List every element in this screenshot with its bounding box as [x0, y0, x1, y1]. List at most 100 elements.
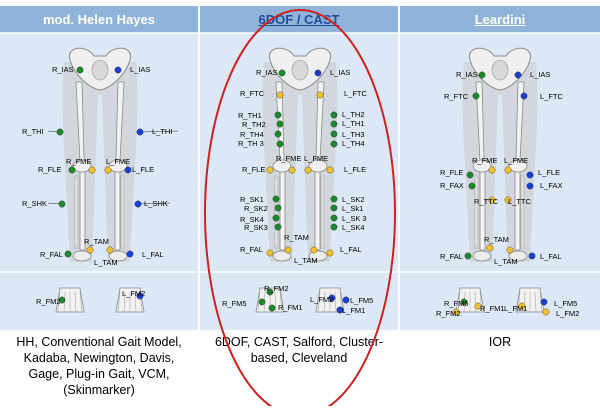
- marker-label: L_FM2: [556, 309, 579, 318]
- marker-label: R_FAL: [240, 245, 263, 254]
- ankle-joint: [508, 250, 528, 262]
- highlight-oval: [204, 9, 396, 406]
- sacrum-bone: [291, 59, 309, 81]
- marker-dot: [466, 171, 474, 179]
- marker-dot: [336, 306, 344, 314]
- marker-label: L_SHK: [144, 199, 168, 208]
- marker-label: R_FM5: [222, 299, 247, 308]
- marker-dot: [474, 302, 482, 310]
- marker-label: R_SK2: [244, 204, 268, 213]
- skeleton-legs: [62, 47, 138, 262]
- tibia-bone: [79, 171, 86, 251]
- marker-dot: [274, 130, 282, 138]
- marker-dot: [504, 166, 512, 174]
- leader-line: [137, 202, 171, 205]
- marker-dot: [134, 200, 142, 208]
- marker-dot: [326, 249, 334, 257]
- marker-dot: [314, 69, 322, 77]
- marker-dot: [486, 244, 494, 252]
- tibia-bone: [114, 171, 121, 251]
- marker-dot: [520, 92, 528, 100]
- leader-line: [139, 130, 179, 133]
- marker-label: R_TTC: [474, 197, 499, 206]
- marker-label: R_SHK: [22, 199, 47, 208]
- marker-dot: [288, 166, 296, 174]
- marker-label: L_IAS: [530, 70, 550, 79]
- marker-label: L_IAS: [330, 68, 350, 77]
- marker-dot: [330, 214, 338, 222]
- marker-dot: [342, 296, 350, 304]
- marker-dot: [472, 92, 480, 100]
- marker-dot: [526, 171, 534, 179]
- marker-label: L_FM2: [122, 289, 145, 298]
- marker-label: L_TH2: [342, 110, 365, 119]
- marker-dot: [76, 66, 84, 74]
- skeleton-legs: [262, 47, 338, 262]
- marker-dot: [526, 182, 534, 190]
- marker-dot: [304, 166, 312, 174]
- header-helen-hayes: mod. Helen Hayes: [0, 6, 198, 33]
- fibula-bone: [320, 175, 325, 249]
- fibula-bone: [520, 175, 525, 249]
- ankle-joint: [272, 250, 292, 262]
- marker-label: L_FM1: [342, 306, 365, 315]
- fibula-bone: [474, 175, 479, 249]
- marker-label: R_TAM: [284, 233, 309, 242]
- metatarsal-bone: [534, 291, 537, 313]
- ankle-joint: [472, 250, 492, 262]
- marker-dot: [460, 298, 468, 306]
- marker-label: R_SK1: [240, 195, 264, 204]
- marker-label: L_TH3: [342, 130, 365, 139]
- fibula-bone: [274, 175, 279, 249]
- marker-label: R_FTC: [444, 92, 469, 101]
- marker-label: L_FAL: [340, 245, 362, 254]
- caption-line: based, Cleveland: [250, 351, 348, 365]
- marker-dot: [274, 223, 282, 231]
- marker-label: L_SK2: [342, 195, 365, 204]
- marker-dot: [540, 298, 548, 306]
- marker-dot: [266, 249, 274, 257]
- marker-label: L_FM1: [504, 304, 527, 313]
- tibia-bone: [514, 171, 521, 251]
- caption-line: Gage, Plug-in Gait, VCM,: [28, 367, 170, 381]
- marker-dot: [528, 252, 536, 260]
- metatarsal-bone: [117, 291, 121, 313]
- metatarsal-bone: [74, 291, 77, 313]
- marker-label: L_FAL: [540, 252, 562, 261]
- metatarsal-bone: [123, 291, 126, 313]
- marker-label: L_FLE: [344, 165, 366, 174]
- marker-dot: [328, 294, 336, 302]
- caption-line: 6DOF, CAST, Salford, Cluster-: [214, 335, 384, 349]
- marker-label: L_TAM: [294, 256, 318, 265]
- marker-label: L_FLE: [132, 165, 154, 174]
- marker-dot: [136, 128, 144, 136]
- marker-dot: [488, 196, 496, 204]
- marker-dot: [284, 246, 292, 254]
- marker-label: R_FM1: [480, 304, 505, 313]
- metatarsal-bone: [517, 291, 521, 313]
- sacrum-bone: [491, 59, 509, 81]
- marker-label: R_IAS: [256, 68, 278, 77]
- marker-label: R_TH2: [242, 120, 266, 129]
- metatarsal-bone: [317, 291, 321, 313]
- metatarsal-bone: [334, 291, 337, 313]
- marker-label: L_FME: [504, 156, 528, 165]
- marker-label: R_FLE: [440, 168, 463, 177]
- marker-dot: [86, 246, 94, 254]
- marker-label: L_FTC: [344, 89, 368, 98]
- marker-dot: [506, 246, 514, 254]
- metatarsal-bone: [134, 291, 137, 313]
- marker-dot: [124, 166, 132, 174]
- marker-label: R_SK4: [240, 215, 264, 224]
- caption-leardini: IOR: [400, 334, 600, 410]
- header-leardini: Leardini: [400, 6, 600, 33]
- ankle-joint: [72, 250, 92, 262]
- ankle-joint: [308, 250, 328, 262]
- marker-dot: [258, 298, 266, 306]
- marker-dot: [468, 182, 476, 190]
- marker-dot: [488, 166, 496, 174]
- marker-label: R_FM1: [278, 303, 303, 312]
- marker-dot: [330, 111, 338, 119]
- marker-label: R_FTC: [240, 89, 265, 98]
- metatarsal-bone: [79, 291, 83, 313]
